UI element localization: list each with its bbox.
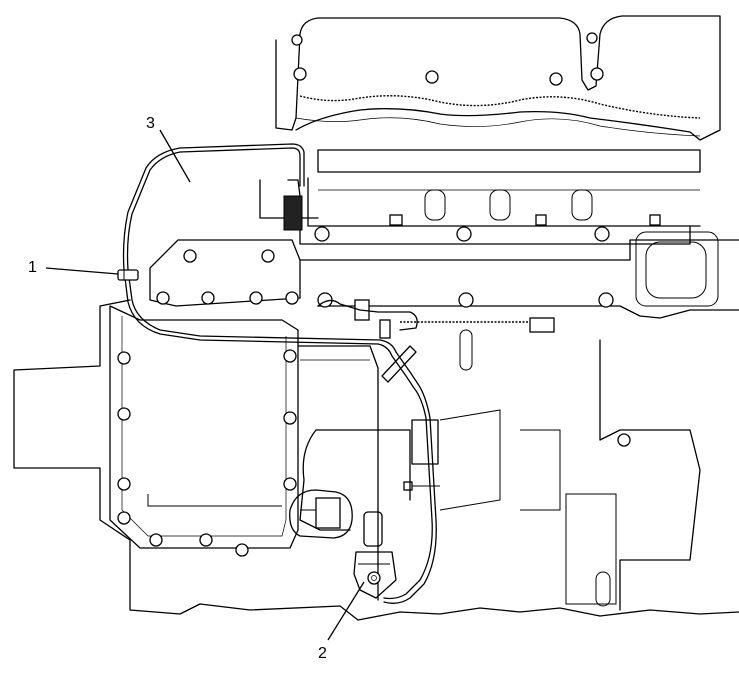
callout-1-label: 1 <box>28 259 37 276</box>
engine-block <box>13 299 739 621</box>
valve-cover <box>275 15 721 141</box>
wire-connector <box>289 489 353 539</box>
fuel-line-tube <box>122 143 440 604</box>
intake-manifold <box>149 231 739 371</box>
pressure-sensor <box>353 511 397 599</box>
callout-3-label: 3 <box>146 115 155 132</box>
callout-2-label: 2 <box>318 645 327 662</box>
callout-2: 2 <box>318 581 365 662</box>
cylinder-head-rail <box>259 149 701 245</box>
fuel-line-fitting <box>117 269 139 281</box>
callout-1: 1 <box>28 259 119 276</box>
callout-3: 3 <box>146 115 191 183</box>
